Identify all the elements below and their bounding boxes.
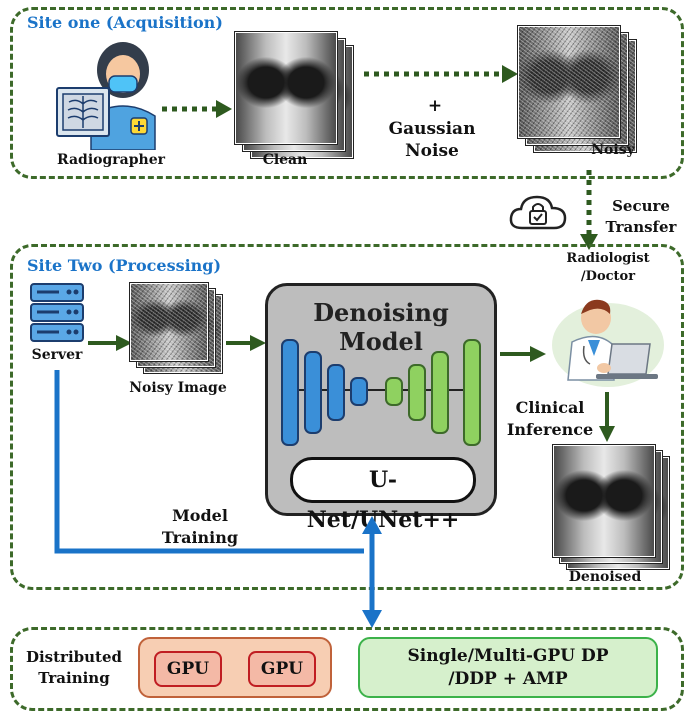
distributed-training-label: Distributed Training [16, 647, 132, 689]
decoder-block-1 [385, 377, 403, 406]
decoder-block-4 [463, 339, 481, 446]
model-label: Model [172, 506, 228, 525]
site-one-panel [10, 7, 684, 179]
secure-label: Secure [612, 197, 670, 215]
gaussian-noise-label: Gaussian Noise [372, 118, 492, 162]
decoder-block-3 [431, 351, 449, 434]
noisy-image-label: Noisy Image [129, 380, 227, 396]
cloud-lock-icon [509, 195, 567, 230]
distributed-panel [10, 627, 684, 711]
noisy-label: Noisy [591, 142, 635, 158]
radiologist-line2: /Doctor [580, 269, 636, 284]
secure-transfer-label: Secure Transfer [600, 196, 682, 238]
radiographer-icon [56, 42, 156, 150]
model-title: Denoising Model [313, 298, 449, 356]
distributed-label: Distributed [25, 648, 123, 666]
gaussian-label: Gaussian [388, 119, 476, 139]
encoder-block-4 [350, 377, 368, 406]
site-one-title: Site one (Acquisition) [27, 13, 223, 32]
clinical-inference-label: Clinical Inference [500, 397, 600, 441]
arrow-model-to-doctor [500, 346, 546, 362]
site-two-panel [10, 244, 684, 590]
strategy-line1: Single/Multi-GPU DP [407, 646, 609, 666]
denoised-xray-image [553, 445, 655, 557]
encoder-block-2 [304, 351, 322, 434]
encoder-block-3 [327, 364, 345, 421]
doctor-icon [552, 299, 664, 387]
denoising-model-box: Denoising Model U-Net/UNet++ [265, 283, 497, 533]
noisy-xray-image [518, 26, 620, 138]
model-architecture-label: U-Net/UNet++ [290, 457, 476, 533]
transfer-label: Transfer [605, 218, 677, 236]
noisy-image [130, 283, 208, 361]
server-label: Server [31, 347, 83, 363]
encoder-block-1 [281, 339, 299, 446]
clean-xray-image [235, 32, 337, 144]
clean-label: Clean [262, 152, 308, 168]
arrow-secure-transfer [580, 170, 598, 250]
training-label-2: Training [38, 669, 110, 687]
radiologist-label: Radiologist /Doctor [558, 250, 658, 286]
clinical-label: Clinical [515, 398, 585, 417]
decoder-block-2 [408, 364, 426, 421]
model-training-label: Model Training [150, 505, 250, 549]
arrow-clean-to-noisy [364, 65, 518, 83]
arrow-server-to-noisy-image [88, 335, 132, 351]
gpu-2: GPU [248, 651, 316, 687]
training-strategy-box: Single/Multi-GPU DP /DDP + AMP [358, 637, 658, 698]
radiographer-label: Radiographer [57, 152, 165, 168]
denoised-label: Denoised [568, 569, 642, 585]
radiologist-line1: Radiologist [566, 251, 650, 266]
strategy-line2: /DDP + AMP [448, 669, 568, 689]
server-icon [30, 283, 84, 342]
inference-label: Inference [506, 420, 594, 439]
plus-sign: + [427, 96, 443, 116]
noise-label: Noise [405, 141, 459, 161]
arrow-noisy-to-model [226, 335, 266, 351]
gpu-group: GPU GPU [138, 637, 332, 698]
gpu-1: GPU [154, 651, 222, 687]
training-label: Training [161, 528, 239, 547]
site-two-title: Site Two (Processing) [27, 256, 222, 275]
arrow-radiographer-to-clean [162, 100, 232, 118]
arrow-doctor-to-denoised [599, 392, 615, 442]
